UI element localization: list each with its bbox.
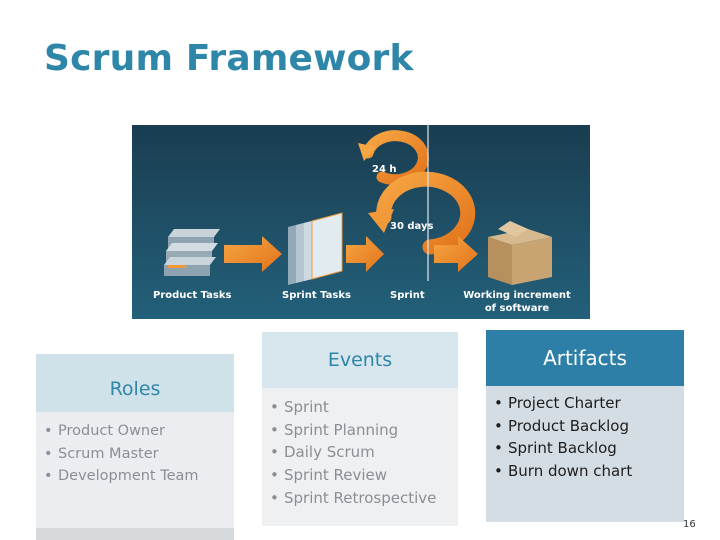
working-increment-label-line2: of software	[485, 303, 550, 314]
list-item: Product Backlog	[494, 415, 632, 438]
list-item: Sprint Retrospective	[270, 487, 436, 510]
cycle-24h-label: 24 h	[372, 164, 397, 175]
flow-arrow-icon	[346, 236, 384, 272]
list-item: Project Charter	[494, 392, 632, 415]
events-panel: Events Sprint Sprint Planning Daily Scru…	[262, 332, 458, 526]
list-item: Sprint Planning	[270, 419, 436, 442]
scrum-process-diagram: 24 h 30 days Product Tasks Sprint Tasks …	[132, 125, 590, 319]
sprint-cycle-icon	[362, 130, 476, 255]
list-item: Scrum Master	[44, 443, 199, 466]
sprint-tasks-sheets-icon	[288, 212, 343, 285]
roles-panel-footer	[36, 528, 234, 540]
artifacts-heading: Artifacts	[486, 330, 684, 386]
list-item: Product Owner	[44, 420, 199, 443]
events-heading: Events	[262, 332, 458, 388]
list-item: Development Team	[44, 465, 199, 488]
flow-arrow-icon	[434, 236, 478, 272]
artifacts-panel: Artifacts Project Charter Product Backlo…	[486, 330, 684, 522]
product-tasks-stack-icon	[164, 229, 220, 276]
roles-heading: Roles	[36, 354, 234, 412]
roles-panel: Roles Product Owner Scrum Master Develop…	[36, 354, 234, 540]
list-item: Sprint Backlog	[494, 437, 632, 460]
page-number: 16	[683, 519, 696, 530]
sprint-label: Sprint	[390, 290, 425, 301]
list-item: Daily Scrum	[270, 441, 436, 464]
roles-list: Product Owner Scrum Master Development T…	[44, 420, 199, 488]
events-list: Sprint Sprint Planning Daily Scrum Sprin…	[270, 396, 436, 510]
working-increment-label: Working increment	[463, 290, 571, 301]
cycle-30days-label: 30 days	[390, 221, 434, 232]
sprint-tasks-label: Sprint Tasks	[282, 290, 351, 301]
working-increment-box-icon	[488, 221, 552, 285]
flow-arrow-icon	[224, 236, 282, 272]
slide-title: Scrum Framework	[44, 38, 414, 79]
product-tasks-label: Product Tasks	[153, 290, 231, 301]
artifacts-list: Project Charter Product Backlog Sprint B…	[494, 392, 632, 483]
list-item: Sprint	[270, 396, 436, 419]
diagram-background	[132, 125, 590, 319]
list-item: Burn down chart	[494, 460, 632, 483]
list-item: Sprint Review	[270, 464, 436, 487]
